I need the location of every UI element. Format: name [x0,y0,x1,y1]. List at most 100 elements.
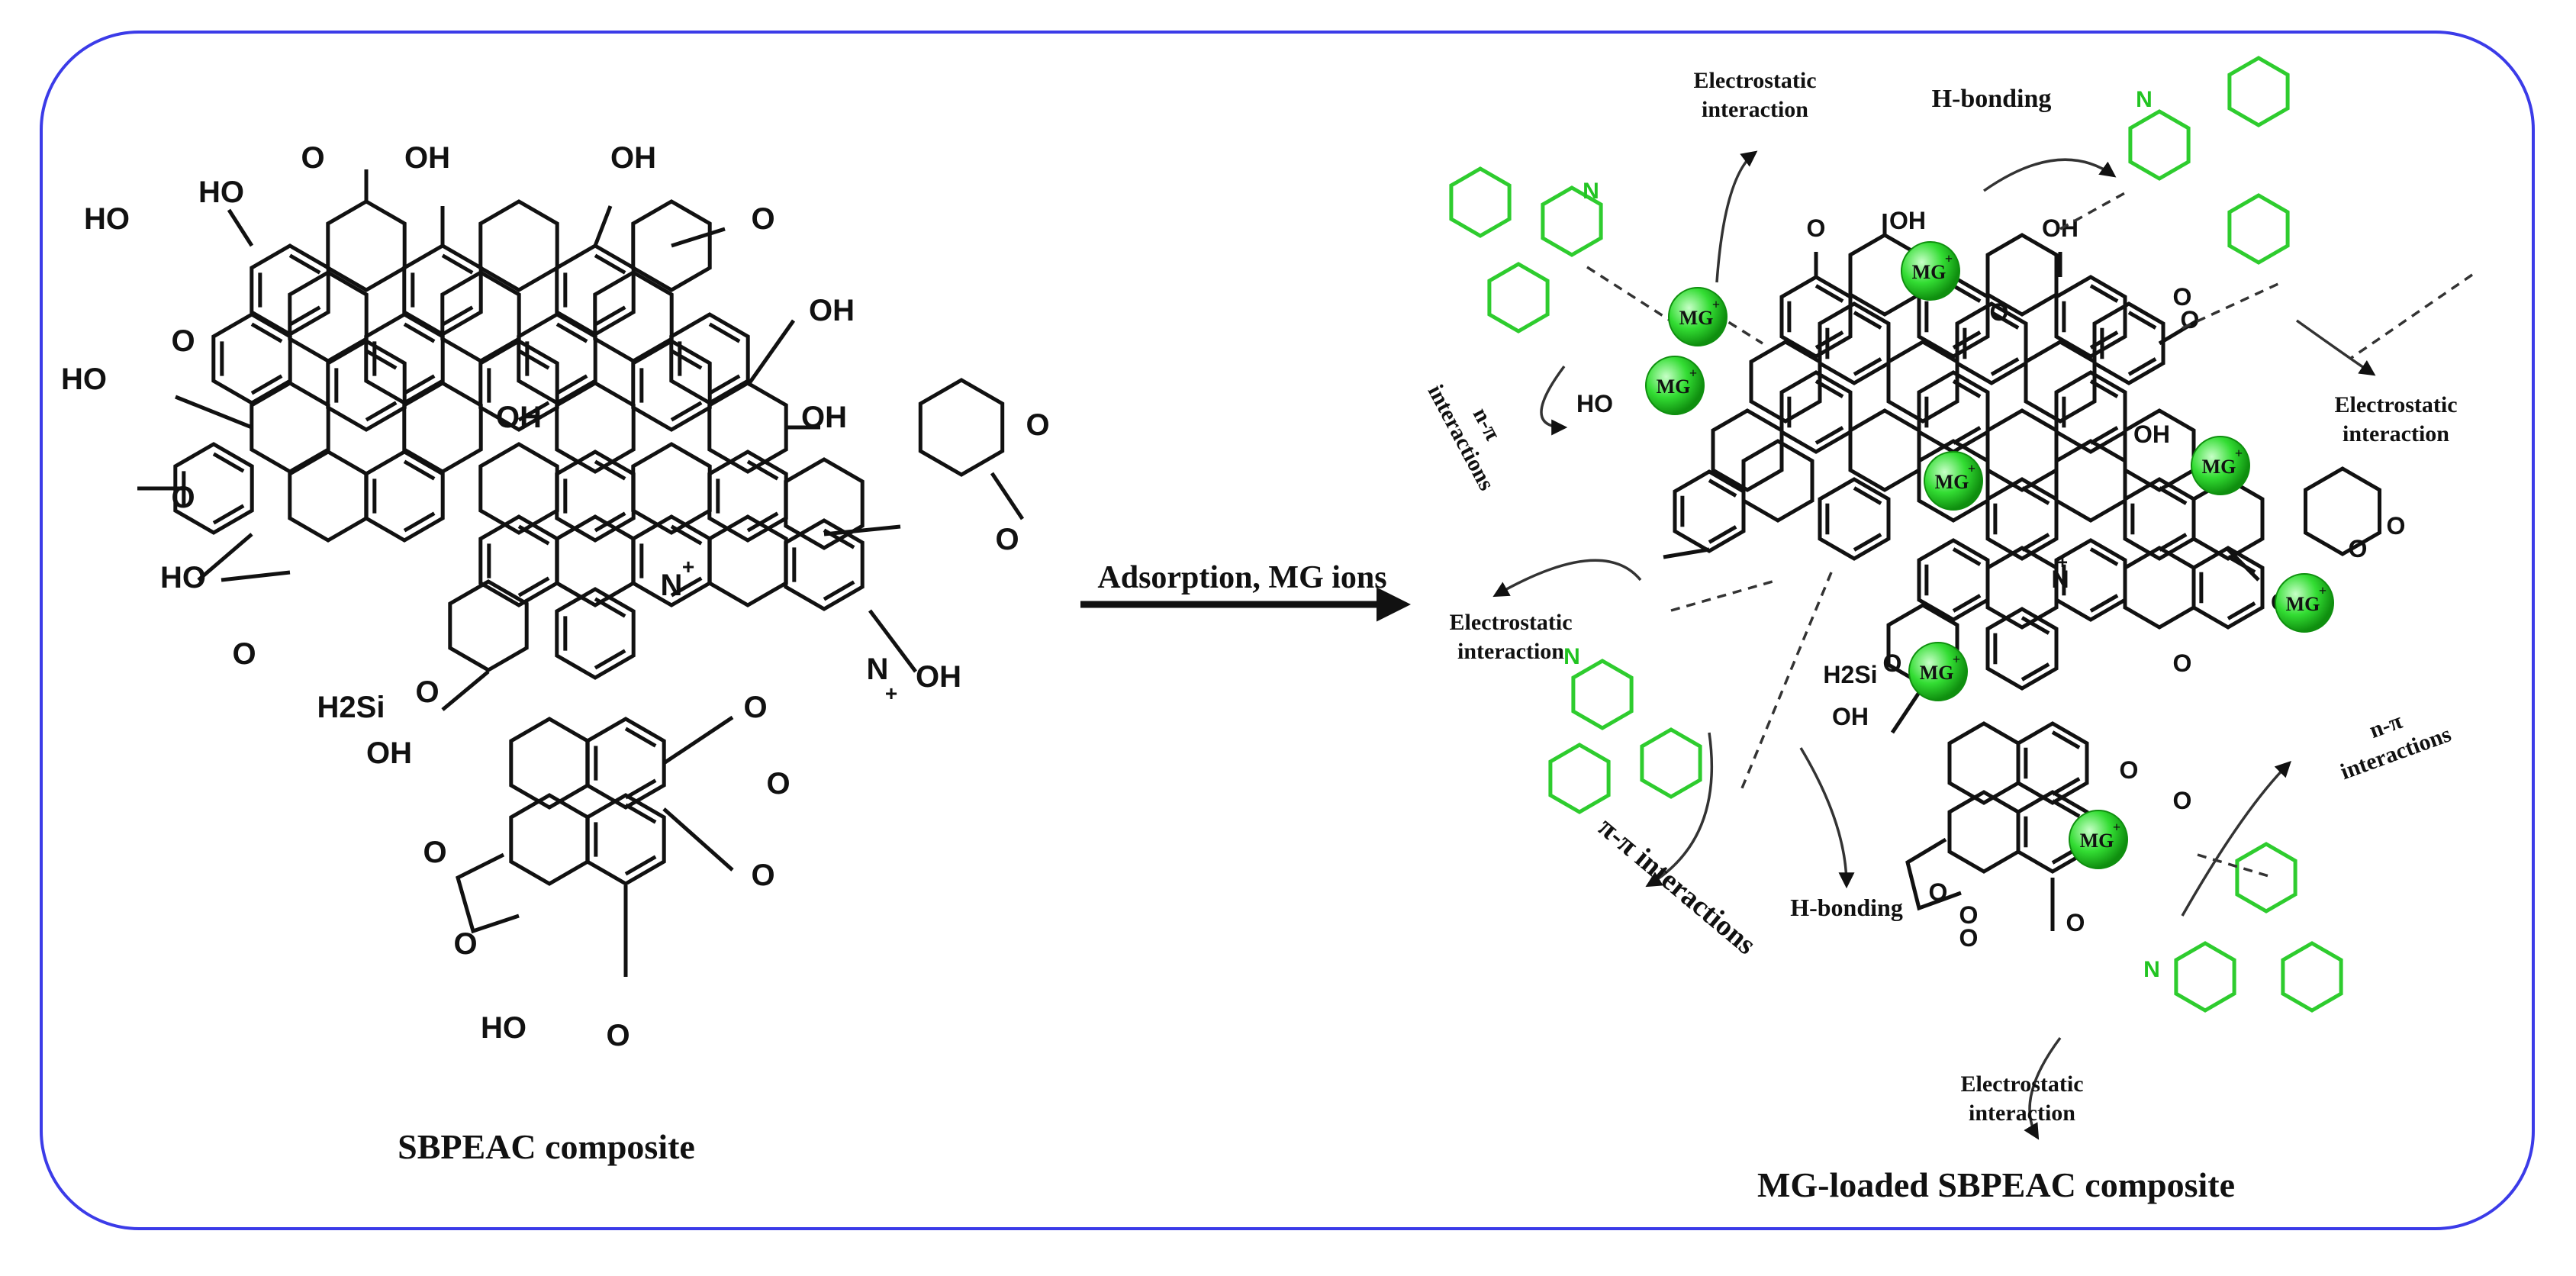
interaction-arrow [1540,365,1568,436]
double-bond [670,576,703,598]
interaction-lines [1492,150,2473,1140]
double-bond [2089,284,2119,303]
atom-label: O [423,836,446,869]
atom-label: O [1990,298,2009,326]
double-bond [624,855,657,876]
electrostatic-label: Electrostatic [1960,1071,2083,1097]
double-bond [1952,547,1982,566]
mg-ion-sphere [1924,451,1983,511]
double-bond [1708,525,1737,544]
fused-ring [707,381,788,474]
double-bond [624,778,657,800]
interaction-arrow [2024,1036,2062,1140]
dashed-interaction [2197,853,2275,879]
left-caption: SBPEAC composite [398,1127,695,1166]
double-bond [1814,284,1844,303]
mg-ion-sphere [2069,810,2128,869]
atom-label: O [2120,756,2139,784]
mg-ion-charge: + [1953,652,1960,667]
substituent-bond [175,395,253,430]
electrostatic-label: Electrostatic [1449,610,1572,635]
atom-label: OH [496,401,542,434]
double-bond [365,401,398,422]
atom-label: O [1959,924,1979,952]
atom-label: O [743,691,767,724]
electrostatic-label: interaction [1969,1100,2075,1126]
double-bond [1952,284,1982,303]
interaction-arrow [1492,559,1642,598]
fused-ring [326,339,407,432]
atom-label: O [171,324,195,358]
dioxole-ring [1905,837,1962,911]
mg-ion-sphere [2191,436,2250,495]
fused-ring [585,793,666,886]
double-bond [250,322,283,343]
atom-label: OH [610,141,656,175]
double-bond [288,305,321,327]
double-bond [403,374,436,395]
atom-label: O [2387,512,2406,540]
atom-label: O [232,637,256,671]
fused-ring [631,199,712,292]
atom-label: OH [1889,207,1926,234]
atom-label: HO [61,362,107,396]
fused-ring [364,450,445,543]
fused-ring [2092,301,2165,385]
double-bond [708,322,741,343]
fused-ring [555,450,636,543]
atom-label: O [766,767,790,801]
fused-ring [1818,301,1891,385]
dashed-interaction [1586,266,1695,337]
double-bond [212,504,245,525]
mg-ion-label: MG [1679,307,1714,329]
electrostatic-label: interaction [1457,639,1564,664]
mg-ion-label: MG [1920,662,1954,684]
double-bond [1853,486,1882,505]
double-bond [517,349,550,370]
mg-ion-charge: + [2319,583,2326,598]
fused-ring [631,442,712,535]
double-bond [2089,379,2119,398]
mg-ion-sphere [1668,287,1728,346]
electrostatic-label: Electrostatic [2334,392,2457,417]
double-bond [555,374,588,395]
atom-label: O [1929,878,1948,906]
dihydropyranone-ring [918,378,1005,477]
electrostatic-label: Electrostatic [1693,68,1816,93]
mg-ion-label: MG [2286,593,2320,615]
mg-ion-charge: + [1712,297,1720,312]
dye-ring [1449,166,1512,238]
double-bond [1952,594,1982,613]
dye-ring [1487,262,1550,334]
dye-ring [1541,185,1603,257]
double-bond [403,322,436,343]
fused-ring [478,442,559,535]
double-bond [2089,547,2119,566]
hbonding-label: H-bonding [1790,894,1903,921]
substituent-bond [1663,547,1710,559]
double-bond [1952,426,1982,445]
atom-label: HO [160,561,206,594]
substituent-bond [2227,548,2260,582]
mg-ion-charge: + [1689,366,1697,381]
fused-ring [1749,340,1822,424]
double-bond [594,305,626,327]
mg-ion-sphere [1908,642,1968,701]
fused-ring [326,199,407,292]
fused-ring [1886,340,1959,424]
adsorption-arrow: Adsorption, MG ions [1080,560,1411,622]
fused-ring [478,199,559,292]
double-bond [624,727,657,748]
substituent-bond [227,208,254,247]
dye-ring [2227,56,2290,127]
double-bond [212,452,245,473]
double-bond [2127,311,2157,330]
dye-nitrogen: N [1583,179,1599,204]
fused-ring [1848,408,1921,492]
mg-ion-charge: + [2235,446,2243,461]
mg-ions: MG+MG+MG+MG+MG+MG+MG+MG+ [1645,241,2334,869]
atom-label: OH [809,294,855,327]
fused-ring [555,587,636,680]
atom-label: + [682,555,694,578]
